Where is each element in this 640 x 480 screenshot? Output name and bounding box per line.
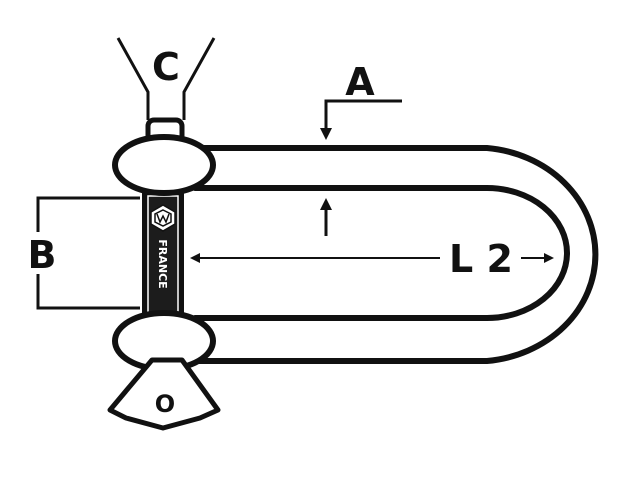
shackle-outer-outline [192, 145, 599, 364]
wichard-logo-icon [150, 204, 176, 232]
dim-c-left-line [116, 37, 150, 120]
top-lug [112, 134, 216, 196]
shackle-body [192, 145, 599, 364]
shackle-inner-outline [192, 185, 570, 321]
dim-c-label: C [152, 45, 180, 89]
dim-b-label-bg [24, 232, 60, 274]
brand-text: FRANCE [156, 239, 169, 288]
dim-l2-arrow-right [544, 253, 554, 263]
pin-screw-head [107, 357, 221, 431]
dimension-a [320, 99, 402, 236]
dim-c-right-line [182, 37, 216, 120]
dim-a-leader [324, 99, 402, 134]
dim-a-arrow-down [320, 128, 332, 140]
screw-mark-label: O [155, 390, 175, 418]
dim-b-label: B [28, 233, 57, 277]
dimension-l2 [190, 253, 554, 263]
dim-a-label: A [345, 60, 375, 104]
dimension-c [116, 37, 216, 120]
dim-l2-arrow-left [190, 253, 200, 263]
dim-a-arrow-up [320, 198, 332, 210]
dim-l2-label: L 2 [449, 237, 513, 281]
